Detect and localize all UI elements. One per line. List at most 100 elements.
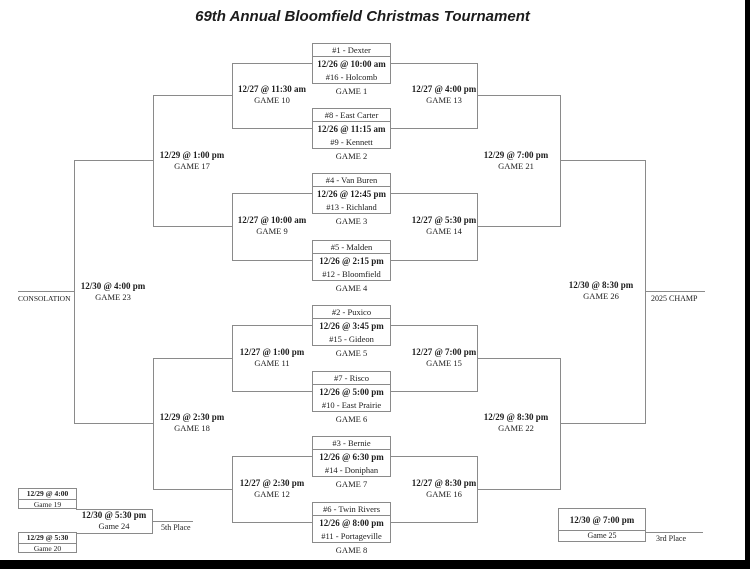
matchup-box-game3: #4 - Van Buren 12/26 @ 12:45 pm #13 - Ri… [312, 173, 391, 214]
game-label: GAME 10 [254, 95, 290, 105]
game-label: GAME 16 [426, 489, 462, 499]
game-time: 12/29 @ 2:30 pm [159, 412, 225, 422]
game-time: 12/26 @ 11:15 am [317, 124, 386, 134]
team-name: #7 - Risco [313, 372, 390, 385]
game-time: 12/29 @ 4:00 [19, 489, 76, 500]
right-frame-bar [745, 0, 750, 569]
game-time: 12/27 @ 1:00 pm [239, 347, 305, 357]
game-label: GAME 23 [95, 292, 131, 302]
game-label: GAME 15 [426, 358, 462, 368]
game-label: GAME 7 [335, 479, 368, 489]
matchup-box-game2: #8 - East Carter 12/26 @ 11:15 am #9 - K… [312, 108, 391, 149]
game-label: GAME 9 [256, 226, 288, 236]
game23-slot: 12/30 @ 4:00 pm GAME 23 [70, 281, 156, 303]
game-time: 12/30 @ 5:30 pm [81, 510, 147, 520]
game-label: GAME 14 [426, 226, 462, 236]
game16-slot: 12/27 @ 8:30 pm GAME 16 [400, 478, 488, 500]
game-time: 12/27 @ 8:30 pm [411, 478, 477, 488]
game-label: GAME 17 [174, 161, 210, 171]
game22-slot: 12/29 @ 8:30 pm GAME 22 [472, 412, 560, 434]
team-name: #2 - Puxico [313, 306, 390, 319]
game-label: GAME 8 [335, 545, 368, 555]
game-time: 12/26 @ 2:15 pm [319, 256, 384, 266]
champion-label: 2025 CHAMP [651, 294, 698, 303]
game-label: GAME 22 [498, 423, 534, 433]
matchup-box-game6: #7 - Risco 12/26 @ 5:00 pm #10 - East Pr… [312, 371, 391, 412]
game-label: GAME 5 [335, 348, 368, 358]
game-time: 12/30 @ 8:30 pm [568, 280, 634, 290]
team-name: #15 - Gideon [329, 334, 374, 344]
team-name: #14 - Doniphan [324, 465, 379, 475]
game-label: GAME 3 [335, 216, 368, 226]
game9-slot: 12/27 @ 10:00 am GAME 9 [233, 215, 311, 237]
game-time: 12/26 @ 10:00 am [317, 59, 386, 69]
team-name: #8 - East Carter [313, 109, 390, 122]
game-time: 12/27 @ 4:00 pm [411, 84, 477, 94]
game-time: 12/30 @ 4:00 pm [80, 281, 146, 291]
game-time: 12/27 @ 7:00 pm [411, 347, 477, 357]
team-name: #4 - Van Buren [313, 174, 390, 187]
game17-slot: 12/29 @ 1:00 pm GAME 17 [150, 150, 234, 172]
third-place-label: 3rd Place [656, 534, 686, 543]
game-time: 12/30 @ 7:00 pm [559, 509, 645, 531]
game-label: GAME 2 [335, 151, 368, 161]
game21-slot: 12/29 @ 7:00 pm GAME 21 [472, 150, 560, 172]
game14-slot: 12/27 @ 5:30 pm GAME 14 [400, 215, 488, 237]
team-name: #5 - Malden [313, 241, 390, 254]
game-label: GAME 18 [174, 423, 210, 433]
consolation-label: CONSOLATION [18, 294, 71, 303]
game19-box: 12/29 @ 4:00 Game 19 [18, 488, 77, 509]
game15-slot: 12/27 @ 7:00 pm GAME 15 [400, 347, 488, 369]
game-label: Game 24 [98, 521, 130, 531]
game-label: GAME 12 [254, 489, 290, 499]
fifth-place-label: 5th Place [161, 523, 191, 532]
matchup-box-game5: #2 - Puxico 12/26 @ 3:45 pm #15 - Gideon [312, 305, 391, 346]
game24-slot: 12/30 @ 5:30 pm Game 24 [70, 510, 158, 532]
team-name: #1 - Dexter [313, 44, 390, 57]
game-label: Game 25 [587, 531, 617, 540]
team-name: #6 - Twin Rivers [313, 503, 390, 516]
game25-box: 12/30 @ 7:00 pm Game 25 [558, 508, 646, 542]
game-time: 12/27 @ 11:30 am [237, 84, 307, 94]
game-time: 12/26 @ 12:45 pm [316, 189, 387, 199]
game26-slot: 12/30 @ 8:30 pm GAME 26 [557, 280, 645, 302]
game12-slot: 12/27 @ 2:30 pm GAME 12 [233, 478, 311, 500]
game-time: 12/29 @ 5:30 [19, 533, 76, 544]
team-name: #16 - Holcomb [325, 72, 378, 82]
game-time: 12/27 @ 10:00 am [237, 215, 307, 225]
matchup-box-game7: #3 - Bernie 12/26 @ 6:30 pm #14 - Doniph… [312, 436, 391, 477]
game-label: GAME 4 [335, 283, 368, 293]
team-name: #3 - Bernie [313, 437, 390, 450]
team-name: #10 - East Prairie [321, 400, 382, 410]
game-time: 12/26 @ 3:45 pm [319, 321, 384, 331]
game-time: 12/29 @ 8:30 pm [483, 412, 549, 422]
game-label: GAME 11 [254, 358, 290, 368]
page-title: 69th Annual Bloomfield Christmas Tournam… [195, 8, 530, 25]
game-time: 12/26 @ 8:00 pm [319, 518, 384, 528]
game-label: Game 19 [33, 500, 62, 509]
game20-box: 12/29 @ 5:30 Game 20 [18, 532, 77, 553]
game-label: GAME 13 [426, 95, 462, 105]
game-time: 12/29 @ 7:00 pm [483, 150, 549, 160]
matchup-box-game4: #5 - Malden 12/26 @ 2:15 pm #12 - Bloomf… [312, 240, 391, 281]
game-time: 12/26 @ 6:30 pm [319, 452, 384, 462]
matchup-box-game8: #6 - Twin Rivers 12/26 @ 8:00 pm #11 - P… [312, 502, 391, 543]
game-time: 12/27 @ 5:30 pm [411, 215, 477, 225]
game10-slot: 12/27 @ 11:30 am GAME 10 [233, 84, 311, 106]
matchup-box-game1: #1 - Dexter 12/26 @ 10:00 am #16 - Holco… [312, 43, 391, 84]
game-time: 12/26 @ 5:00 pm [319, 387, 384, 397]
game-label: GAME 1 [335, 86, 368, 96]
team-name: #11 - Portageville [321, 531, 382, 541]
game-label: Game 20 [33, 544, 62, 553]
game-label: GAME 21 [498, 161, 534, 171]
game11-slot: 12/27 @ 1:00 pm GAME 11 [233, 347, 311, 369]
bottom-frame-bar [0, 560, 750, 569]
game13-slot: 12/27 @ 4:00 pm GAME 13 [400, 84, 488, 106]
game18-slot: 12/29 @ 2:30 pm GAME 18 [150, 412, 234, 434]
game-label: GAME 26 [583, 291, 619, 301]
team-name: #13 - Richland [326, 202, 377, 212]
game-time: 12/27 @ 2:30 pm [239, 478, 305, 488]
game-label: GAME 6 [335, 414, 368, 424]
